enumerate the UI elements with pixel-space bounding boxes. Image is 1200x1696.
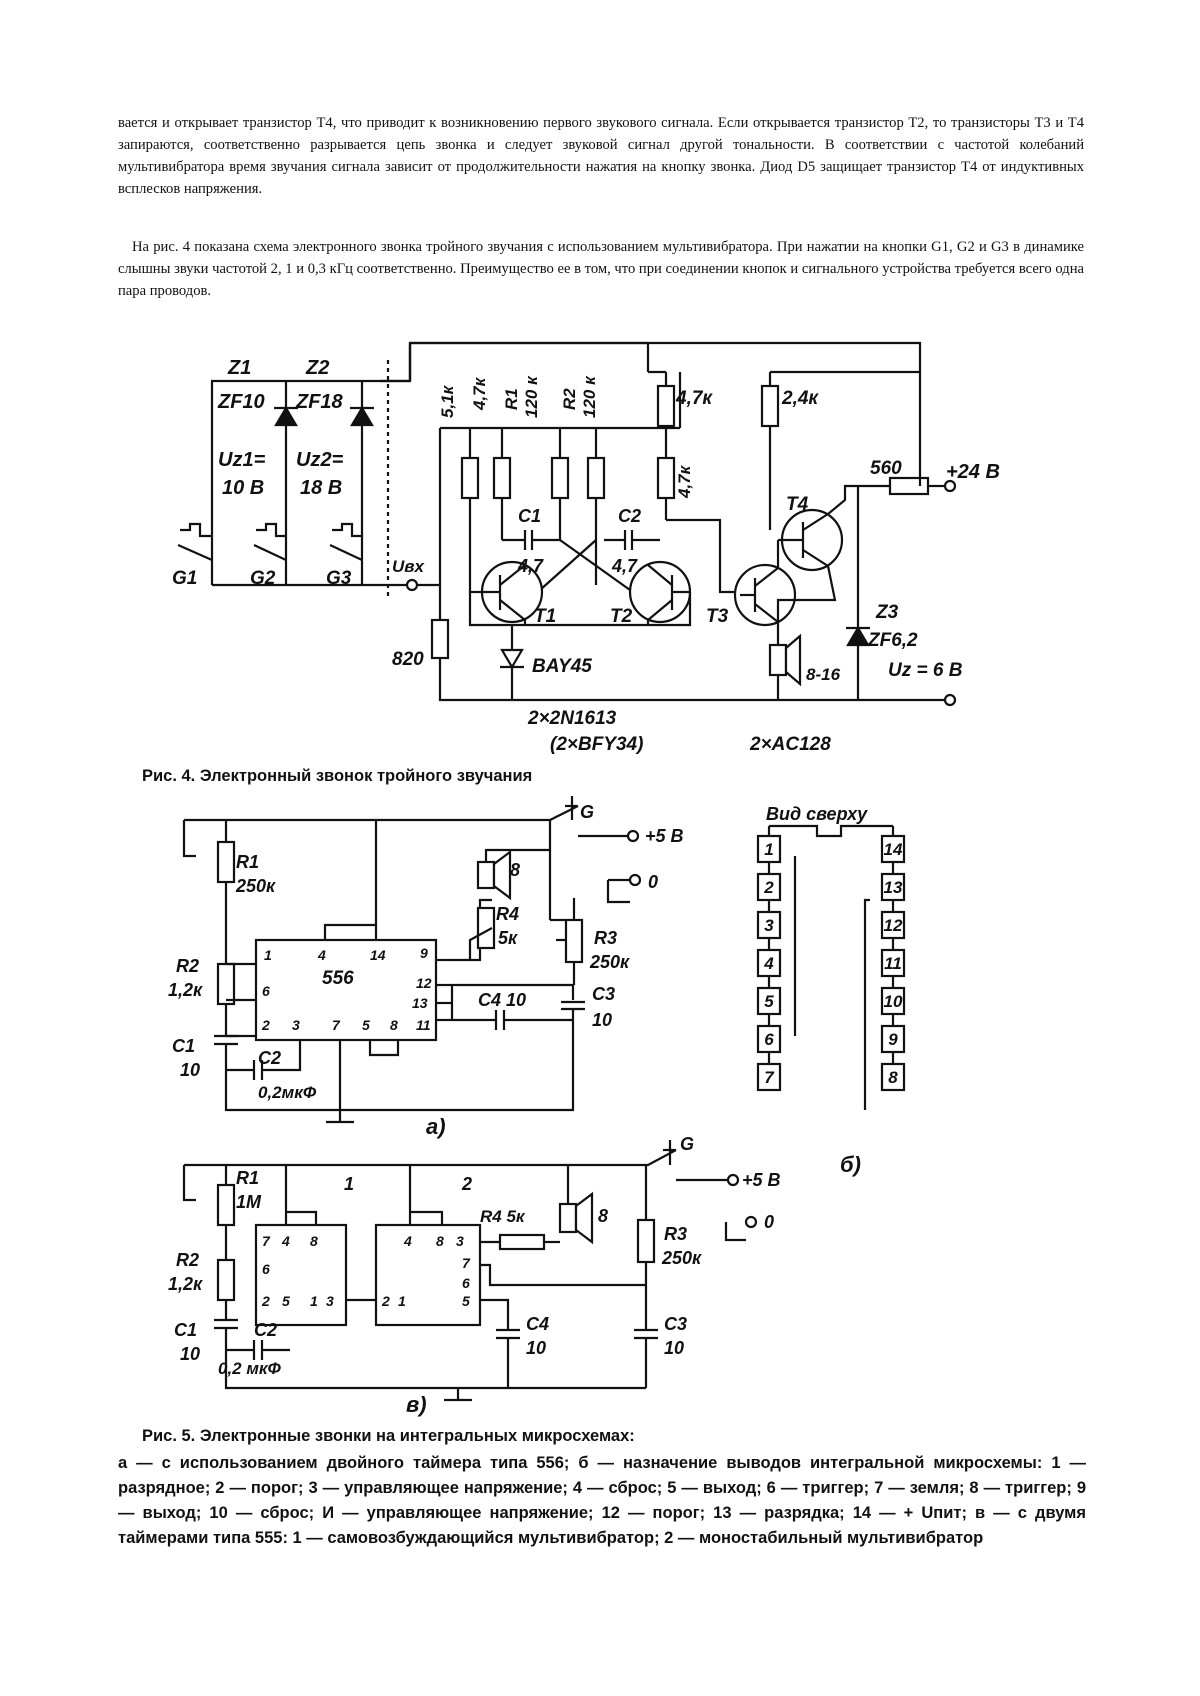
label-5b-variant: б) (840, 1152, 861, 1177)
pin-number-left-3: 4 (763, 954, 774, 973)
label-5a-c1: C1 (172, 1036, 195, 1056)
label-5v-c2: C2 (254, 1320, 277, 1340)
pin-number-right-0: 14 (884, 840, 903, 859)
pin-number-right-4: 10 (884, 992, 903, 1011)
label-5v-r1v: 1М (236, 1192, 262, 1212)
pin-5a-4: 4 (317, 947, 326, 963)
figure-5-caption-title: Рис. 5. Электронные звонки на интегральн… (142, 1427, 635, 1446)
pin-5a-1: 1 (264, 947, 272, 963)
label-5a-ic556: 556 (322, 968, 354, 989)
pin-5v-b2: 2 (381, 1293, 390, 1309)
pin-5v-a6: 6 (262, 1261, 270, 1277)
label-5v-c3v: 10 (664, 1338, 684, 1358)
label-5a-c2: C2 (258, 1048, 281, 1068)
figure-5-labels: G +5 В 0 R1 250к R2 1,2к C1 10 C2 0,2мкФ… (0, 0, 1200, 1420)
label-5a-c1v: 10 (180, 1060, 200, 1080)
pin-5v-a7: 7 (262, 1233, 271, 1249)
label-5v-r2v: 1,2к (168, 1274, 203, 1294)
pin-number-right-1: 13 (884, 878, 903, 897)
label-5a-5v: +5 В (645, 826, 684, 846)
label-5v-zero: 0 (764, 1212, 774, 1232)
label-5v-c1: C1 (174, 1320, 197, 1340)
pin-5a-11: 11 (416, 1017, 431, 1033)
pin-5a-6: 6 (262, 983, 270, 999)
label-5v-c3: C3 (664, 1314, 687, 1334)
label-5a-r4v: 5к (498, 928, 518, 948)
pin-number-left-1: 2 (763, 878, 774, 897)
label-5a-variant: а) (426, 1114, 446, 1139)
label-5a-c2v: 0,2мкФ (258, 1083, 317, 1102)
label-5a-r3: R3 (594, 928, 617, 948)
pin-5v-b3: 3 (456, 1233, 464, 1249)
pin-5v-b8: 8 (436, 1233, 444, 1249)
pin-5v-a2: 2 (261, 1293, 270, 1309)
pin-5v-a1: 1 (310, 1293, 318, 1309)
label-5b-title: Вид сверху (766, 804, 868, 824)
label-5a-c4: C4 10 (478, 990, 526, 1010)
pin-5a-7: 7 (332, 1017, 341, 1033)
label-5a-r1: R1 (236, 852, 259, 872)
label-5v-speaker: 8 (598, 1206, 608, 1226)
label-5v-r3: R3 (664, 1224, 687, 1244)
label-5a-speaker: 8 (510, 860, 520, 880)
pin-number-left-5: 6 (764, 1030, 774, 1049)
pin-number-left-0: 1 (764, 840, 773, 859)
label-5a-c3v: 10 (592, 1010, 612, 1030)
pin-5v-b1: 1 (398, 1293, 406, 1309)
label-5v-g: G (680, 1134, 694, 1154)
pin-5a-5: 5 (362, 1017, 370, 1033)
label-5v-ic2: 2 (461, 1174, 472, 1194)
label-5v-c4v: 10 (526, 1338, 546, 1358)
pins-right-group: 14 13 12 11 10 9 8 (884, 840, 903, 1087)
label-5a-r4: R4 (496, 904, 519, 924)
figure-5-caption-body: а — с использованием двойного таймера ти… (118, 1451, 1086, 1551)
pin-5v-b7: 7 (462, 1255, 471, 1271)
pin-number-right-6: 8 (888, 1068, 898, 1087)
pin-5v-b5: 5 (462, 1293, 470, 1309)
pin-5v-a4: 4 (281, 1233, 290, 1249)
label-5v-r2: R2 (176, 1250, 199, 1270)
label-5v-r1: R1 (236, 1168, 259, 1188)
pin-number-left-4: 5 (764, 992, 774, 1011)
pin-number-right-2: 12 (884, 916, 903, 935)
pin-5a-13: 13 (412, 995, 428, 1011)
pin-5a-14: 14 (370, 947, 386, 963)
label-5v-c2v: 0,2 мкФ (218, 1359, 282, 1378)
pin-number-right-3: 11 (884, 954, 902, 973)
label-5a-r1v: 250к (235, 876, 276, 896)
label-5a-zero: 0 (648, 872, 658, 892)
pin-number-left-6: 7 (764, 1068, 775, 1087)
label-5a-g: G (580, 802, 594, 822)
pin-5a-8: 8 (390, 1017, 398, 1033)
label-5v-5v: +5 В (742, 1170, 781, 1190)
pin-number-left-2: 3 (764, 916, 774, 935)
pin-5v-a5: 5 (282, 1293, 290, 1309)
label-5v-r4: R4 5к (480, 1207, 526, 1226)
pin-number-right-5: 9 (888, 1030, 898, 1049)
pin-5v-a8: 8 (310, 1233, 318, 1249)
pin-5v-b6: 6 (462, 1275, 470, 1291)
label-5v-r3v: 250к (661, 1248, 702, 1268)
pin-5a-2: 2 (261, 1017, 270, 1033)
pin-5a-12: 12 (416, 975, 432, 991)
label-5a-r2v: 1,2к (168, 980, 203, 1000)
label-5v-c1v: 10 (180, 1344, 200, 1364)
pin-5v-b4: 4 (403, 1233, 412, 1249)
label-5a-c3: C3 (592, 984, 615, 1004)
label-5a-r3v: 250к (589, 952, 630, 972)
label-5v-c4: C4 (526, 1314, 549, 1334)
pin-5a-3: 3 (292, 1017, 300, 1033)
label-5v-ic1: 1 (344, 1174, 354, 1194)
pin-5a-9: 9 (420, 945, 428, 961)
pins-left-group: 1 2 3 4 5 6 7 (763, 840, 775, 1087)
pin-5v-a3: 3 (326, 1293, 334, 1309)
label-5v-variant: в) (406, 1392, 427, 1417)
label-5a-r2: R2 (176, 956, 199, 976)
